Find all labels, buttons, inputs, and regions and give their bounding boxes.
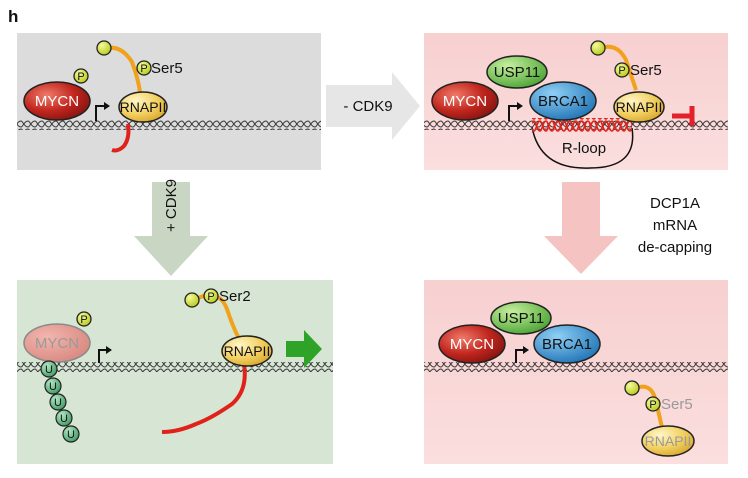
ctd-tail	[595, 44, 638, 91]
ser-label: Ser5	[151, 60, 183, 77]
phospho-dot	[184, 292, 200, 308]
phospho-label: P	[207, 291, 214, 303]
rnapii-label: RNAPII	[120, 99, 167, 115]
promoter-arrowhead	[517, 102, 523, 110]
ubiquitin-bead	[44, 377, 62, 395]
ubiquitin-bead	[40, 360, 58, 378]
ubiquitin-label: U	[67, 429, 75, 441]
plus-cdk9-arrow: + CDK9	[134, 179, 208, 276]
mycn-phospho-label: P	[77, 71, 84, 83]
rnapii-complex	[221, 335, 273, 367]
usp11-label: USP11	[498, 310, 544, 327]
phospho-label: P	[618, 65, 625, 77]
usp11-protein	[486, 55, 548, 89]
mycn-label: MYCN	[35, 335, 79, 352]
rloop-label: R-loop	[562, 140, 606, 157]
inhibition-bar-icon	[672, 106, 695, 126]
decapping-label-line1: DCP1A	[650, 195, 700, 212]
minus-cdk9-arrow-shape	[326, 72, 420, 140]
plus-cdk9-arrow-shape	[134, 182, 208, 276]
phospho-label: P	[140, 63, 147, 75]
promoter-arrow	[515, 349, 525, 363]
brca1-label: BRCA1	[542, 336, 592, 353]
rnapii-complex	[641, 425, 695, 457]
rnapii-complex	[613, 91, 665, 123]
mycn-label: MYCN	[443, 93, 487, 110]
phospho-circle	[614, 62, 630, 78]
usp11-label: USP11	[494, 64, 540, 81]
mycn-protein	[23, 323, 91, 363]
rnapii-label: RNAPII	[616, 99, 663, 115]
rloop-outline	[531, 126, 634, 169]
panel-bottom-right: MYCN USP11 BRCA1 P Ser5 RNAPII	[424, 280, 728, 464]
promoter-arrowhead	[104, 102, 110, 110]
decapping-label-line2: mRNA	[653, 217, 697, 234]
panel-letter: h	[8, 7, 18, 26]
phospho-circle	[203, 288, 219, 304]
decapping-arrow: DCP1A mRNA de-capping	[544, 182, 712, 274]
ubiquitin-label: U	[60, 413, 68, 425]
dna-strand	[17, 362, 333, 372]
rnapii-label: RNAPII	[645, 433, 692, 449]
promoter-arrow	[98, 349, 108, 363]
phospho-dot	[624, 380, 640, 396]
rnapii-complex	[118, 91, 168, 123]
brca1-protein	[533, 324, 601, 364]
panel-top-right: R-loop P Ser5 MYCN USP11 BRCA1 RNAPII	[424, 33, 728, 170]
promoter-arrowhead	[106, 346, 112, 354]
dna-strand	[424, 362, 728, 372]
ubiquitin-chain: U U U U U	[40, 360, 80, 443]
promoter-arrow	[508, 105, 519, 121]
mycn-protein	[438, 324, 506, 364]
elongation-arrow-icon	[286, 330, 322, 368]
panel-top-left: P Ser5 MYCN P RNAPII	[17, 33, 321, 170]
usp11-protein	[490, 301, 552, 335]
plus-cdk9-label: + CDK9	[163, 179, 180, 232]
mycn-phospho-label: P	[80, 314, 87, 326]
mycn-label: MYCN	[35, 93, 79, 110]
mycn-label: MYCN	[450, 336, 494, 353]
decapping-label-line3: de-capping	[638, 239, 712, 256]
minus-cdk9-label: - CDK9	[343, 98, 392, 115]
phospho-circle	[136, 60, 152, 76]
ubiquitin-bead	[55, 409, 73, 427]
mycn-protein	[431, 81, 499, 121]
phospho-dot	[590, 40, 606, 56]
phospho-circle	[645, 396, 661, 412]
ubiquitin-label: U	[45, 364, 53, 376]
phospho-dot	[96, 40, 112, 56]
promoter-arrow	[95, 105, 106, 121]
ser-label: Ser2	[219, 288, 251, 305]
panel-bottom-left: MYCN P U U U U U P Ser2 RNAPII	[17, 280, 333, 464]
rna-transcript	[111, 123, 131, 153]
mycn-phospho-circle	[76, 311, 92, 327]
phospho-label: P	[649, 399, 656, 411]
dna-strand	[17, 120, 321, 130]
decapping-arrow-shape	[544, 182, 618, 274]
rloop-hybrid	[532, 118, 632, 132]
ubiquitin-label: U	[49, 381, 57, 393]
ser-label: Ser5	[630, 62, 662, 79]
brca1-label: BRCA1	[538, 93, 588, 110]
ubiquitin-bead	[49, 393, 67, 411]
mycn-protein	[23, 81, 91, 121]
rna-transcript	[161, 363, 247, 434]
ubiquitin-label: U	[54, 397, 62, 409]
brca1-protein	[529, 81, 597, 121]
minus-cdk9-arrow: - CDK9	[326, 72, 420, 140]
rnapii-label: RNAPII	[224, 343, 271, 359]
promoter-arrowhead	[523, 346, 529, 354]
ser-label: Ser5	[661, 396, 693, 413]
ubiquitin-bead	[62, 425, 80, 443]
mycn-phospho-circle	[73, 68, 89, 84]
